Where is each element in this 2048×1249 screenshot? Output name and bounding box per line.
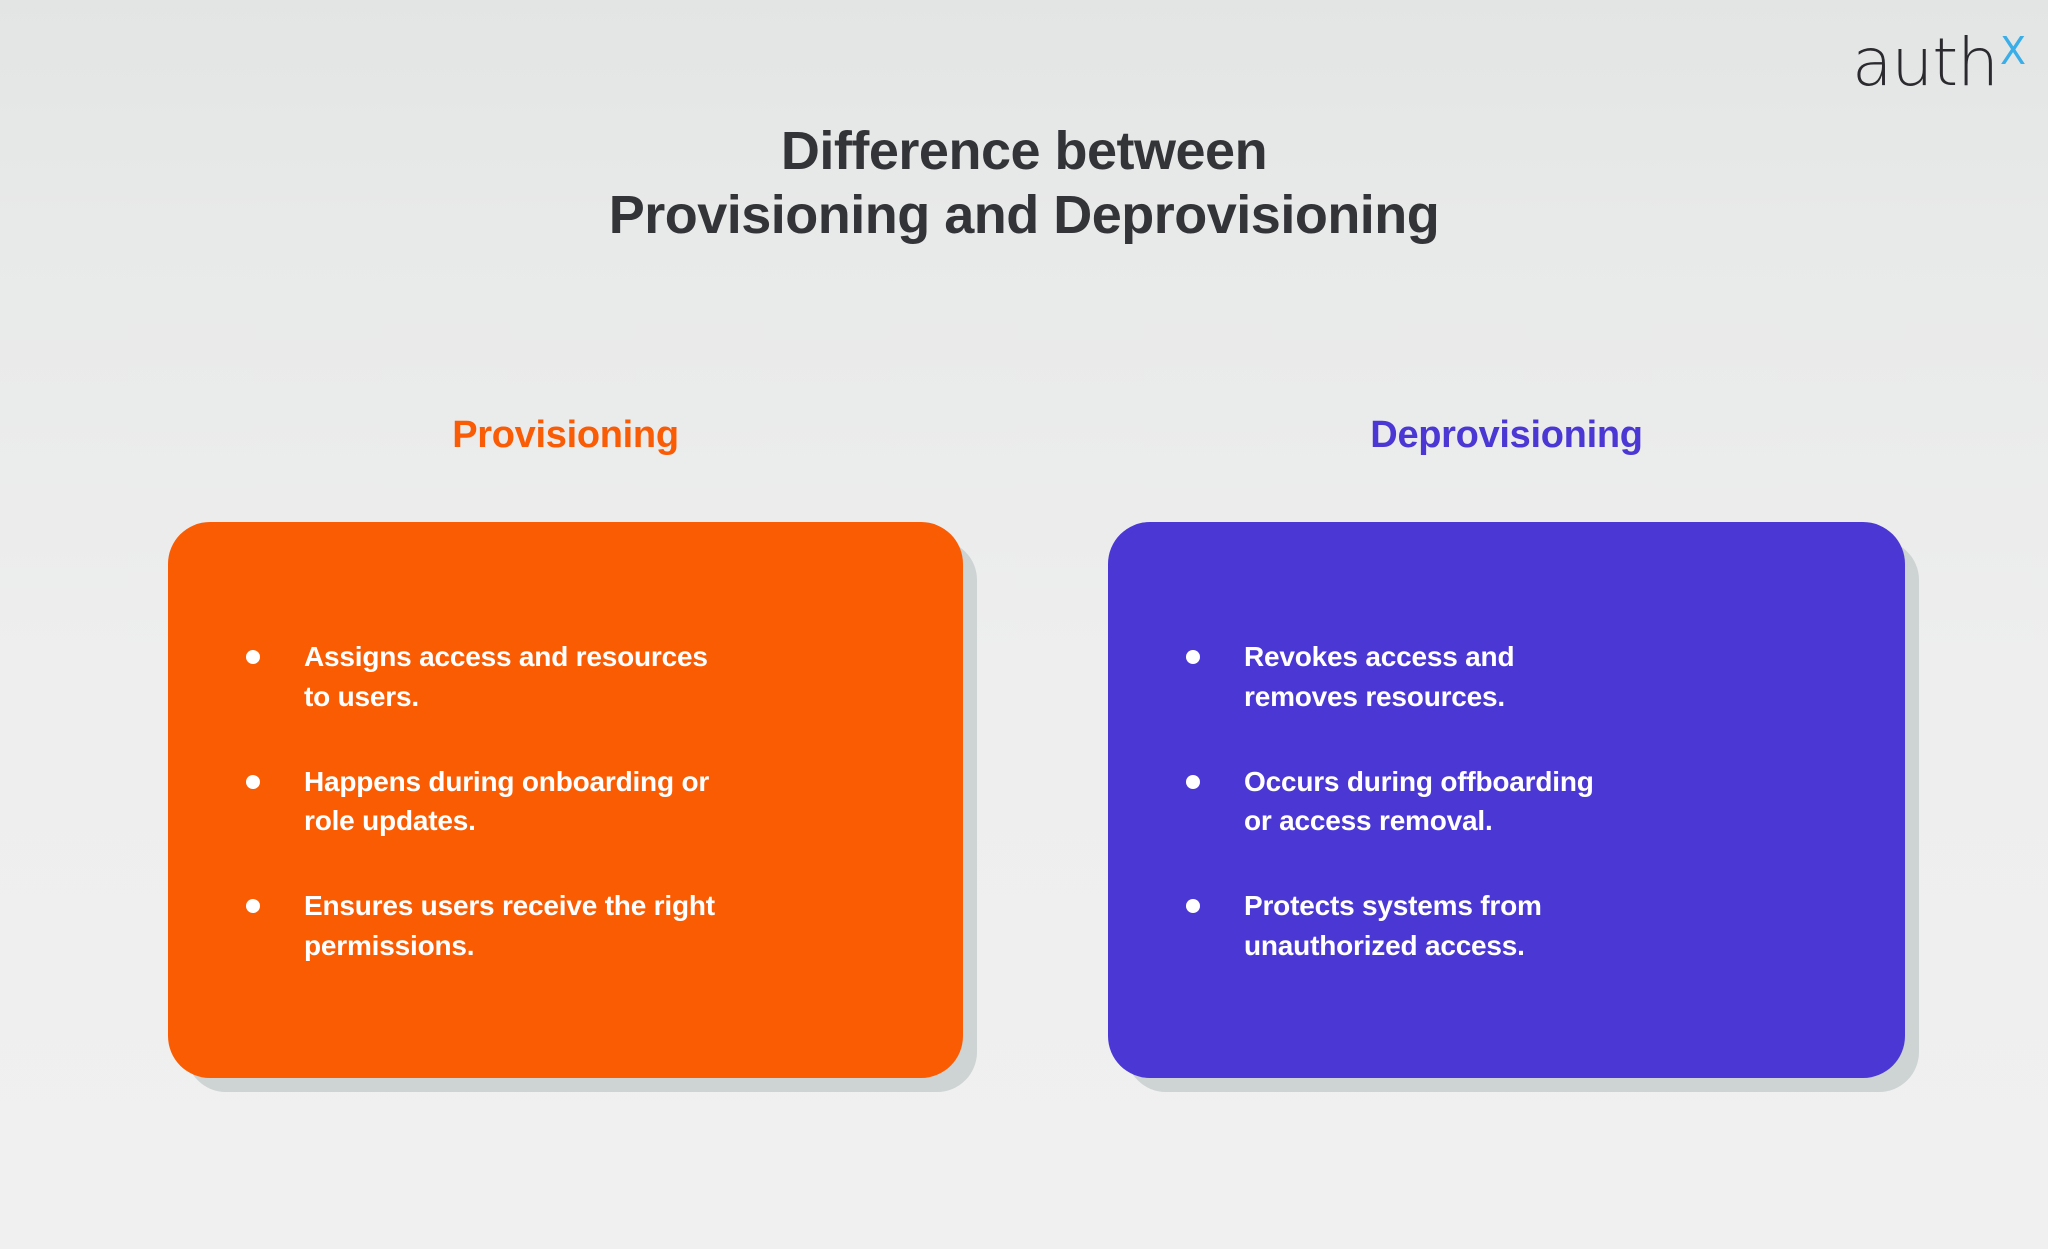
list-item: Ensures users receive the right permissi… [246, 886, 923, 966]
brand-logo: auth X [1852, 30, 2026, 96]
page-title: Difference between Provisioning and Depr… [0, 120, 2048, 247]
list-item-line: role updates. [304, 805, 476, 837]
brand-logo-x-mark: X [1999, 29, 2026, 73]
card-provisioning: Assigns access and resources to users. H… [168, 522, 963, 1078]
list-item-line: Occurs during offboarding [1244, 765, 1594, 797]
list-item-text: Revokes access and removes resources. [1244, 637, 1865, 717]
list-item-text: Assigns access and resources to users. [304, 637, 923, 717]
bullet-list-provisioning: Assigns access and resources to users. H… [168, 637, 963, 966]
column-provisioning: Provisioning Assigns access and resource… [168, 405, 963, 1078]
list-item-text: Happens during onboarding or role update… [304, 762, 923, 842]
list-item-line: Assigns access and resources [304, 641, 708, 672]
list-item-line: Happens during onboarding or [304, 765, 710, 797]
list-item-text: Occurs during offboarding or access remo… [1244, 762, 1865, 842]
list-item: Revokes access and removes resources. [1186, 637, 1865, 717]
list-item-text: Ensures users receive the right permissi… [304, 886, 923, 966]
list-item: Happens during onboarding or role update… [246, 762, 923, 842]
bullet-list-deprovisioning: Revokes access and removes resources. Oc… [1108, 637, 1905, 966]
brand-logo-wordmark: auth [1851, 24, 1999, 101]
list-item-line: Ensures users receive the right [304, 890, 715, 921]
column-heading-provisioning: Provisioning [452, 414, 679, 456]
bullet-dot-icon [1186, 774, 1200, 789]
bullet-dot-icon [246, 899, 260, 913]
column-deprovisioning: Deprovisioning Revokes access and remove… [1108, 405, 1905, 1078]
bullet-dot-icon [246, 774, 260, 789]
bullet-dot-icon [1186, 899, 1200, 913]
list-item-line: removes resources. [1244, 680, 1506, 712]
bullet-dot-icon [1186, 650, 1200, 664]
list-item-line: or access removal. [1244, 805, 1493, 837]
card-deprovisioning: Revokes access and removes resources. Oc… [1108, 522, 1905, 1078]
list-item-line: permissions. [304, 929, 475, 961]
list-item: Assigns access and resources to users. [246, 637, 923, 717]
list-item-text: Protects systems from unauthorized acces… [1244, 886, 1865, 966]
list-item-line: Revokes access and [1244, 641, 1515, 672]
list-item: Occurs during offboarding or access remo… [1186, 762, 1865, 842]
bullet-dot-icon [246, 650, 260, 664]
list-item-line: to users. [304, 680, 419, 712]
list-item: Protects systems from unauthorized acces… [1186, 886, 1865, 966]
list-item-line: Protects systems from [1244, 890, 1542, 921]
page-title-line-2: Provisioning and Deprovisioning [608, 184, 1440, 245]
column-heading-deprovisioning: Deprovisioning [1370, 414, 1643, 456]
page-title-line-1: Difference between [780, 121, 1268, 181]
list-item-line: unauthorized access. [1244, 929, 1525, 961]
